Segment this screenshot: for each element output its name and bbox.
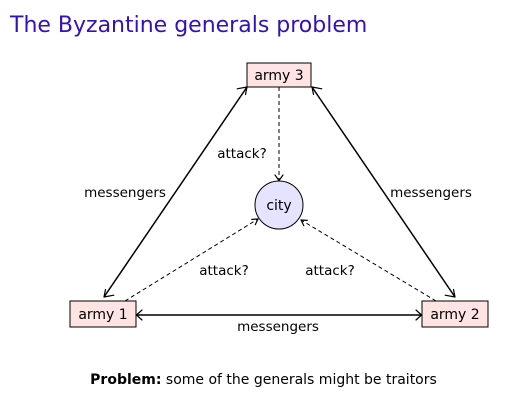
city-label: city [266, 198, 291, 214]
edge-army2-city [300, 219, 437, 302]
arrowhead-city-lower-left [251, 218, 259, 226]
army2-box [421, 300, 489, 328]
edge-label-attack-army1: attack? [199, 263, 249, 279]
footnote-text: some of the generals might be traitors [161, 372, 437, 388]
arrowhead-army3-right [311, 86, 323, 96]
edge-army1-army3 [103, 86, 248, 298]
arrowhead-city-top [274, 174, 284, 182]
edge-label-right-messengers: messengers [390, 185, 472, 201]
army2-label: army 2 [430, 307, 479, 323]
arrowhead-army1-top [103, 288, 115, 298]
edge-label-attack-army3: attack? [217, 146, 267, 162]
arrowhead-army2-top [444, 288, 456, 298]
page-title: The Byzantine generals problem [10, 13, 368, 38]
node-army3: army 3 [246, 62, 312, 88]
edge-army2-army3 [311, 86, 456, 298]
edge-army1-city [124, 218, 259, 302]
edge-label-attack-army2: attack? [305, 263, 355, 279]
edge-label-left-messengers: messengers [84, 185, 166, 201]
node-army1: army 1 [69, 300, 137, 328]
footnote: Problem: some of the generals might be t… [0, 372, 527, 388]
army3-label: army 3 [254, 68, 303, 84]
node-army2: army 2 [421, 300, 489, 328]
edge-label-bottom-messengers: messengers [237, 319, 319, 335]
army3-box [246, 62, 312, 88]
footnote-label: Problem: [90, 372, 162, 388]
node-city: city [254, 180, 304, 230]
army1-label: army 1 [78, 307, 127, 323]
arrowhead-city-lower-right [300, 219, 308, 227]
city-circle [254, 180, 304, 230]
army1-box [69, 300, 137, 328]
